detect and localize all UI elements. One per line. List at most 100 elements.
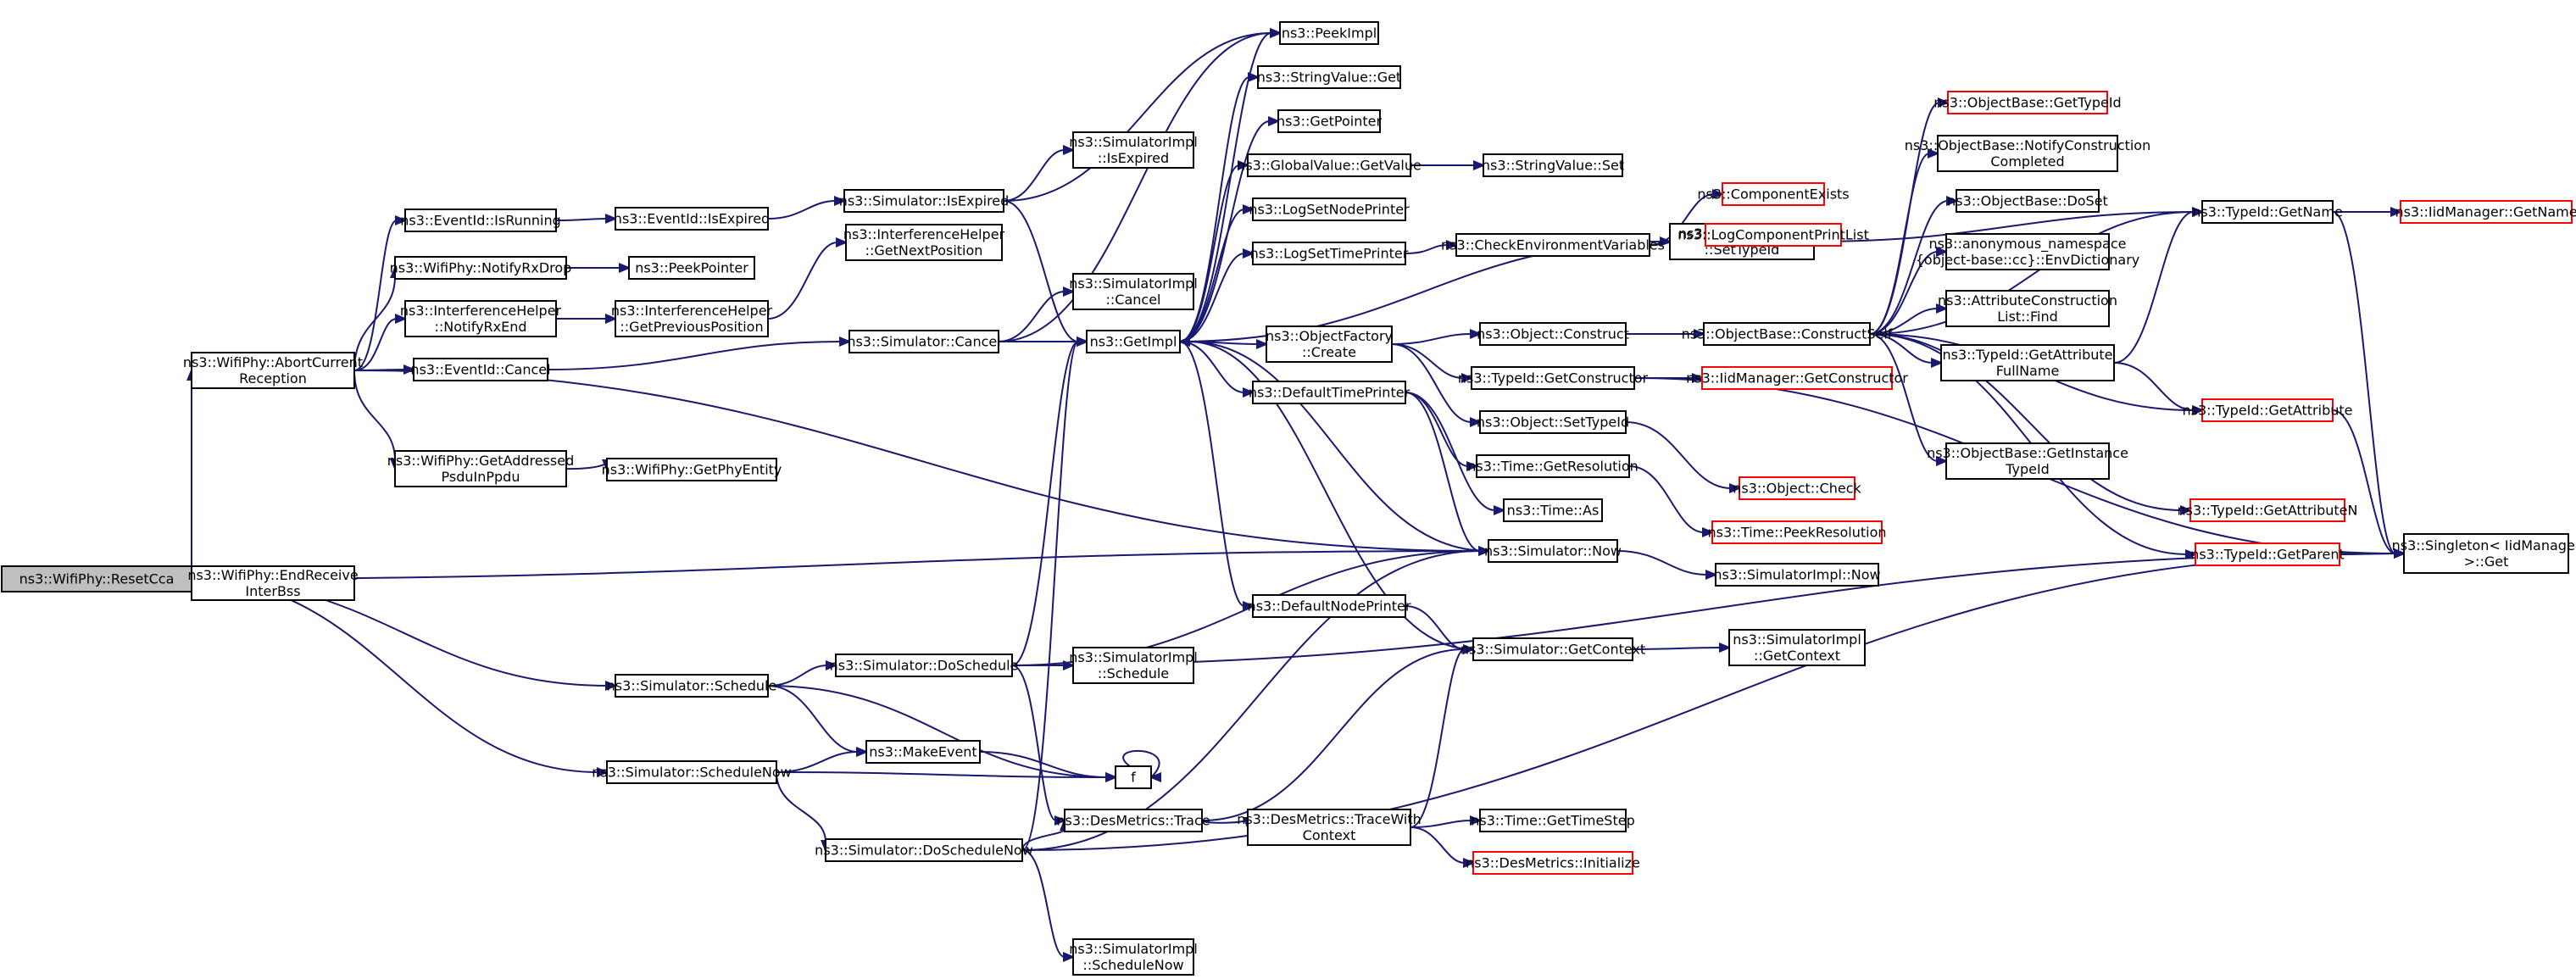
node-label: ns3::PeekPointer [635, 260, 748, 276]
edge-typeidgetparent-to-singletonget [2339, 548, 2406, 559]
node-label: ns3::ObjectBase::DoSet [1947, 193, 2108, 209]
node-peekimpl[interactable]: ns3::PeekImpl [1279, 21, 1379, 45]
node-objbasedoset[interactable]: ns3::ObjectBase::DoSet [1947, 189, 2108, 213]
node-simcancel[interactable]: ns3::Simulator::Cancel [847, 330, 1001, 353]
node-getpointer[interactable]: ns3::GetPointer [1277, 109, 1383, 133]
node-implschedule[interactable]: ns3::SimulatorImpl::Schedule [1069, 647, 1198, 684]
node-timepeekresolution[interactable]: ns3::Time::PeekResolution [1707, 520, 1887, 544]
edge-doschedulenow-to-simnow [1021, 546, 1491, 851]
node-timegetresolution[interactable]: ns3::Time::GetResolution [1467, 454, 1639, 478]
node-envdictionary[interactable]: ns3::anonymous_namespace{object-base::cc… [1916, 233, 2140, 270]
node-defaulttimeprinter[interactable]: ns3::DefaultTimePrinter [1249, 381, 1410, 404]
node-checkenv[interactable]: ns3::CheckEnvironmentVariables [1441, 233, 1665, 257]
node-typeidgetconstructor[interactable]: ns3::TypeId::GetConstructor [1458, 366, 1649, 390]
node-label: ns3::Simulator::Schedule [607, 678, 777, 694]
edge-line [1179, 341, 1245, 607]
node-objectcheck[interactable]: ns3::Object::Check [1733, 476, 1862, 500]
node-f[interactable]: f [1115, 765, 1152, 789]
edge-arrowhead [605, 314, 618, 324]
node-label: ns3::CheckEnvironmentVariables [1441, 237, 1665, 253]
node-implcancel[interactable]: ns3::SimulatorImpl::Cancel [1069, 273, 1198, 310]
node-ihnotifyrxend[interactable]: ns3::InterferenceHelper::NotifyRxEnd [400, 300, 562, 337]
edge-line [1201, 648, 1466, 821]
node-typeidgetparent[interactable]: ns3::TypeId::GetParent [2190, 542, 2345, 566]
node-timegettimestep[interactable]: ns3::Time::GetTimeStep [1471, 809, 1635, 832]
node-notifyrxdrop[interactable]: ns3::WifiPhy::NotifyRxDrop [390, 256, 572, 280]
node-schedule[interactable]: ns3::Simulator::Schedule [607, 674, 777, 698]
node-doschedulenow[interactable]: ns3::Simulator::DoScheduleNow [815, 838, 1033, 862]
node-typeidgetattribute[interactable]: ns3::TypeId::GetAttribute [2182, 398, 2353, 422]
node-isrunning[interactable]: ns3::EventId::IsRunning [400, 209, 561, 232]
node-logsetnodeprinter[interactable]: ns3::LogSetNodePrinter [1249, 197, 1410, 221]
edge-arrowhead [395, 314, 408, 324]
node-iidmanagergetname[interactable]: ns3::IidManager::GetName [2395, 200, 2576, 224]
node-typeidgetname[interactable]: ns3::TypeId::GetName [2192, 200, 2343, 224]
node-defaultnodeprinter[interactable]: ns3::DefaultNodePrinter [1248, 594, 1411, 618]
node-implnow[interactable]: ns3::SimulatorImpl::Now [1713, 563, 1881, 587]
node-simisexpired[interactable]: ns3::Simulator::IsExpired [839, 189, 1010, 213]
node-implgetcontext[interactable]: ns3::SimulatorImpl::GetContext [1728, 629, 1866, 666]
node-label: ns3::Time::GetTimeStep [1471, 813, 1634, 829]
node-iidmanagergetconstructor[interactable]: ns3::IidManager::GetConstructor [1686, 366, 1908, 390]
node-simgetcontext[interactable]: ns3::Simulator::GetContext [1460, 637, 1645, 661]
node-box [1701, 366, 1893, 390]
node-timeas[interactable]: ns3::Time::As [1503, 498, 1603, 522]
node-eventisexpired[interactable]: ns3::EventId::IsExpired [614, 207, 770, 231]
node-globalvaluegetvalue[interactable]: ns3::GlobalValue::GetValue [1237, 153, 1422, 177]
node-objfactorycreate[interactable]: ns3::ObjectFactory::Create [1266, 325, 1393, 363]
edge-line [353, 318, 398, 371]
edge-resetcca-to-schedulenow [191, 578, 609, 777]
node-objectconstruct[interactable]: ns3::Object::Construct [1477, 322, 1629, 346]
edge-timegetresolution-to-timepeekresolution [1628, 465, 1715, 537]
edge-line [1869, 200, 1949, 335]
node-stringvalueset[interactable]: ns3::StringValue::Set [1482, 153, 1624, 177]
node-singletonget[interactable]: ns3::Singleton< IidManager >::Get [2392, 533, 2576, 574]
node-box [615, 674, 769, 698]
edge-line [191, 578, 599, 773]
edge-abortcurrent-to-ihnotifyrxend [353, 314, 408, 371]
node-getimpl[interactable]: ns3::GetImpl [1086, 330, 1181, 353]
node-objbasegettypeid[interactable]: ns3::ObjectBase::GetTypeId [1933, 91, 2122, 114]
node-stringvalueget[interactable]: ns3::StringValue::Get [1257, 65, 1401, 89]
node-logsettimeprinter[interactable]: ns3::LogSetTimePrinter [1250, 242, 1409, 265]
edge-isrunning-to-eventisexpired [555, 214, 618, 224]
node-getphyentity[interactable]: ns3::WifiPhy::GetPhyEntity [602, 458, 782, 481]
node-logcomponentprintlist[interactable]: ns3::LogComponentPrintList [1677, 223, 1869, 247]
edge-destracewithcontext-to-timegettimestep [1410, 815, 1483, 828]
node-makeevent[interactable]: ns3::MakeEvent [865, 740, 981, 764]
node-box [1503, 498, 1603, 522]
node-resetcca[interactable]: ns3::WifiPhy::ResetCca [1, 565, 192, 592]
node-box [1277, 109, 1381, 133]
node-eventcancel[interactable]: ns3::EventId::Cancel [410, 358, 551, 381]
edge-schedulenow-to-f [776, 771, 1118, 782]
node-typeidgetattributen[interactable]: ns3::TypeId::GetAttributeN [2178, 498, 2358, 522]
node-implisexpired[interactable]: ns3::SimulatorImpl::IsExpired [1069, 131, 1198, 169]
node-getprevpos[interactable]: ns3::InterferenceHelper::GetPreviousPosi… [611, 300, 773, 337]
node-destrace[interactable]: ns3::DesMetrics::Trace [1056, 809, 1210, 832]
node-schedulenow[interactable]: ns3::Simulator::ScheduleNow [592, 760, 792, 784]
node-doschedule[interactable]: ns3::Simulator::DoSchedule [830, 654, 1019, 677]
node-getnextpos[interactable]: ns3::InterferenceHelper::GetNextPosition [843, 224, 1005, 261]
node-box [848, 330, 999, 353]
node-simnow[interactable]: ns3::Simulator::Now [1484, 539, 1622, 563]
edge-arrowhead [1938, 97, 1950, 108]
node-objbasenotifyconstruction[interactable]: ns3::ObjectBase::NotifyConstructionCompl… [1905, 135, 2150, 172]
node-objbaseconstructself[interactable]: ns3::ObjectBase::ConstructSelf [1682, 322, 1893, 346]
node-peekpointer[interactable]: ns3::PeekPointer [628, 256, 755, 280]
edge-line [1649, 193, 1715, 246]
node-label: ns3::PeekImpl [1282, 25, 1377, 42]
node-label: ns3::MakeEvent [869, 744, 976, 760]
node-label: ns3::IidManager::GetName [2395, 204, 2576, 220]
node-label: Context [1303, 827, 1356, 843]
node-componentexists[interactable]: ns3::ComponentExists [1697, 182, 1850, 206]
node-desinitialize[interactable]: ns3::DesMetrics::Initialize [1466, 851, 1640, 875]
node-implschedulenow[interactable]: ns3::SimulatorImpl::ScheduleNow [1069, 938, 1198, 976]
node-objectsettypeid[interactable]: ns3::Object::SetTypeId [1477, 410, 1629, 434]
